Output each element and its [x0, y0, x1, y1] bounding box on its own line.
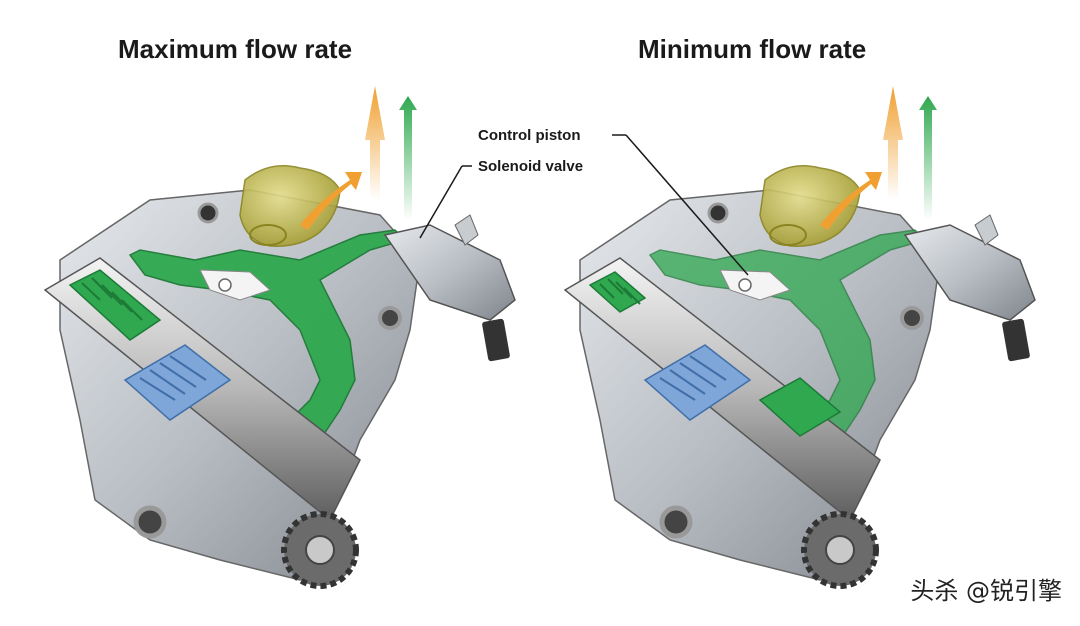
- callout-control-piston: Control piston: [478, 127, 581, 144]
- pump-maximum: [43, 86, 516, 589]
- bolt-hole: [707, 202, 729, 224]
- panel-title-maximum: Maximum flow rate: [118, 34, 353, 64]
- bolt-hole: [197, 202, 219, 224]
- panel-title-minimum: Minimum flow rate: [638, 34, 867, 64]
- oil-channel: [128, 229, 407, 446]
- bolt-hole: [659, 505, 693, 539]
- bolt-hole: [900, 306, 924, 330]
- watermark: 头杀 @锐引擎: [910, 577, 1062, 605]
- bolt-hole: [378, 306, 402, 330]
- callout-leaders: [419, 134, 749, 276]
- oil-channel: [648, 229, 927, 446]
- pump-gears: [643, 344, 752, 421]
- flow-arrow-green: [919, 96, 937, 220]
- flow-arrow-return: [300, 172, 362, 230]
- control-spring: [68, 269, 162, 341]
- pump-gears: [123, 344, 232, 421]
- bolt-hole: [133, 505, 167, 539]
- flow-arrow-orange: [883, 86, 903, 200]
- solenoid-valve: [903, 214, 1036, 362]
- control-piston: [758, 377, 842, 437]
- solenoid-valve: [383, 214, 516, 362]
- callout-solenoid-valve: Solenoid valve: [478, 158, 584, 175]
- pump-minimum: [563, 86, 1036, 589]
- flow-arrow-green: [399, 96, 417, 220]
- control-spring: [588, 271, 647, 313]
- flow-arrow-orange: [365, 86, 385, 200]
- flow-arrow-return: [820, 172, 882, 230]
